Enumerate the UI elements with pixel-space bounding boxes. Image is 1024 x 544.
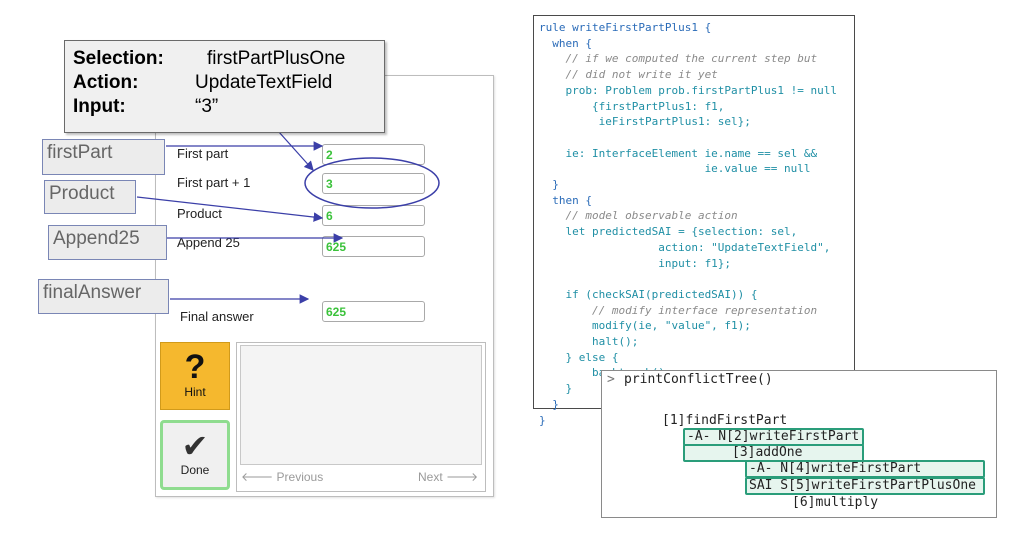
- first-part-plus-one-field[interactable]: 3: [322, 173, 425, 194]
- row-label-final-answer: Final answer: [180, 309, 254, 324]
- code-line: modify(ie, "value", f1);: [539, 319, 751, 333]
- code-line: }: [539, 178, 559, 192]
- code-line: }: [539, 397, 559, 411]
- tree-node-name: multiply: [815, 495, 879, 510]
- done-label: Done: [180, 463, 210, 477]
- prompt-chevron-icon: >: [607, 372, 615, 387]
- code-line: input: f1};: [539, 256, 732, 270]
- code-comment: // did not write it yet: [539, 68, 718, 82]
- code-line: halt();: [539, 335, 639, 349]
- selection-key: Selection:: [73, 48, 164, 69]
- row-label-first-part: First part: [177, 146, 229, 161]
- input-value: “3”: [195, 96, 219, 117]
- code-line: action: "UpdateTextField",: [539, 240, 831, 254]
- code-line: ie.value == null: [539, 162, 811, 176]
- input-key: Input:: [73, 96, 126, 117]
- final-answer-field[interactable]: 625: [322, 301, 425, 322]
- code-line: prob: Problem prob.firstPartPlus1 != nul…: [539, 83, 838, 97]
- code-line: }: [539, 382, 573, 396]
- tree-node-num: [2]: [726, 429, 750, 444]
- tree-node-6: [6]multiply: [792, 495, 878, 510]
- tree-node-4: -A- N[4]writeFirstPart: [749, 461, 921, 476]
- tree-node-num: [6]: [792, 495, 816, 510]
- tree-node-prefix: -A- N: [749, 461, 789, 476]
- done-button[interactable]: ✔ Done: [160, 420, 230, 490]
- row-label-append-25: Append 25: [177, 235, 240, 250]
- code-line: rule writeFirstPartPlus1 {: [539, 21, 712, 34]
- code-line: when {: [539, 36, 592, 50]
- code-line: then {: [539, 193, 592, 207]
- arrow-right-icon: 🡒: [446, 470, 479, 484]
- code-comment: // modify interface representation: [539, 303, 818, 317]
- code-line: if (checkSAI(predictedSAI)) {: [539, 287, 758, 301]
- rule-code-panel: rule writeFirstPartPlus1 { when { // if …: [533, 15, 855, 427]
- previous-label: Previous: [276, 470, 324, 484]
- annotation-append25: Append25: [48, 225, 167, 260]
- annotation-first-part: firstPart: [42, 139, 165, 175]
- code-line: ieFirstPartPlus1: sel};: [539, 115, 751, 129]
- hint-button[interactable]: ? Hint: [160, 342, 230, 410]
- product-field[interactable]: 6: [322, 205, 425, 226]
- tree-node-5-highlight: [745, 477, 985, 495]
- next-label: Next: [418, 470, 443, 484]
- highlight-ellipse: [304, 157, 440, 209]
- row-label-first-part-plus-one: First part + 1: [177, 175, 251, 190]
- question-mark-icon: ?: [184, 348, 206, 386]
- tree-node-name: writeFirstPart: [811, 461, 922, 476]
- code-line: ie: InterfaceElement ie.name == sel &&: [539, 146, 818, 160]
- tree-node-num: [1]: [662, 413, 686, 428]
- code-line: let predictedSAI = {selection: sel,: [539, 225, 798, 239]
- code-listing: rule writeFirstPartPlus1 { when { // if …: [534, 16, 854, 428]
- selection-value: firstPartPlusOne: [207, 48, 346, 69]
- tree-node-name: writeFirstPartPlusOne: [811, 478, 976, 493]
- tree-node-num: [3]: [732, 445, 756, 460]
- tree-node-1: [1]findFirstPart: [662, 413, 787, 428]
- code-comment: // model observable action: [539, 209, 738, 223]
- tree-node-name: addOne: [755, 445, 803, 460]
- annotation-product: Product: [44, 180, 136, 214]
- checkmark-icon: ✔: [181, 428, 209, 464]
- arrow-product: [136, 196, 324, 222]
- tree-node-name: writeFirstPart: [749, 429, 860, 444]
- code-line: }: [539, 413, 546, 427]
- tree-node-prefix: -A- N: [687, 429, 727, 444]
- row-label-product: Product: [177, 206, 222, 221]
- sai-box: Selection: firstPartPlusOne Action: Upda…: [64, 40, 385, 133]
- previous-button[interactable]: 🡐 Previous: [241, 469, 323, 484]
- arrow-left-icon: 🡐: [241, 470, 274, 484]
- tree-command: printConflictTree(): [624, 372, 773, 387]
- tree-node-5: SAI S[5]writeFirstPartPlusOne: [749, 478, 976, 493]
- code-comment: // if we computed the current step but: [539, 52, 818, 66]
- tree-node-name: findFirstPart: [685, 413, 788, 428]
- tree-node-2: -A- N[2]writeFirstPart: [687, 429, 859, 444]
- annotation-final-answer: finalAnswer: [38, 279, 169, 314]
- tree-node-num: [5]: [788, 478, 812, 493]
- tree-node-prefix: SAI S: [749, 478, 789, 493]
- code-line: } else {: [539, 350, 619, 364]
- action-key: Action:: [73, 72, 139, 93]
- tree-node-3: [3]addOne: [732, 445, 802, 460]
- tree-node-num: [4]: [788, 461, 812, 476]
- code-line: {firstPartPlus1: f1,: [539, 99, 725, 113]
- append-25-field[interactable]: 625: [322, 236, 425, 257]
- next-button[interactable]: Next 🡒: [418, 469, 478, 484]
- hint-message-area: [240, 345, 482, 465]
- action-value: UpdateTextField: [195, 72, 333, 93]
- hint-label: Hint: [184, 385, 206, 399]
